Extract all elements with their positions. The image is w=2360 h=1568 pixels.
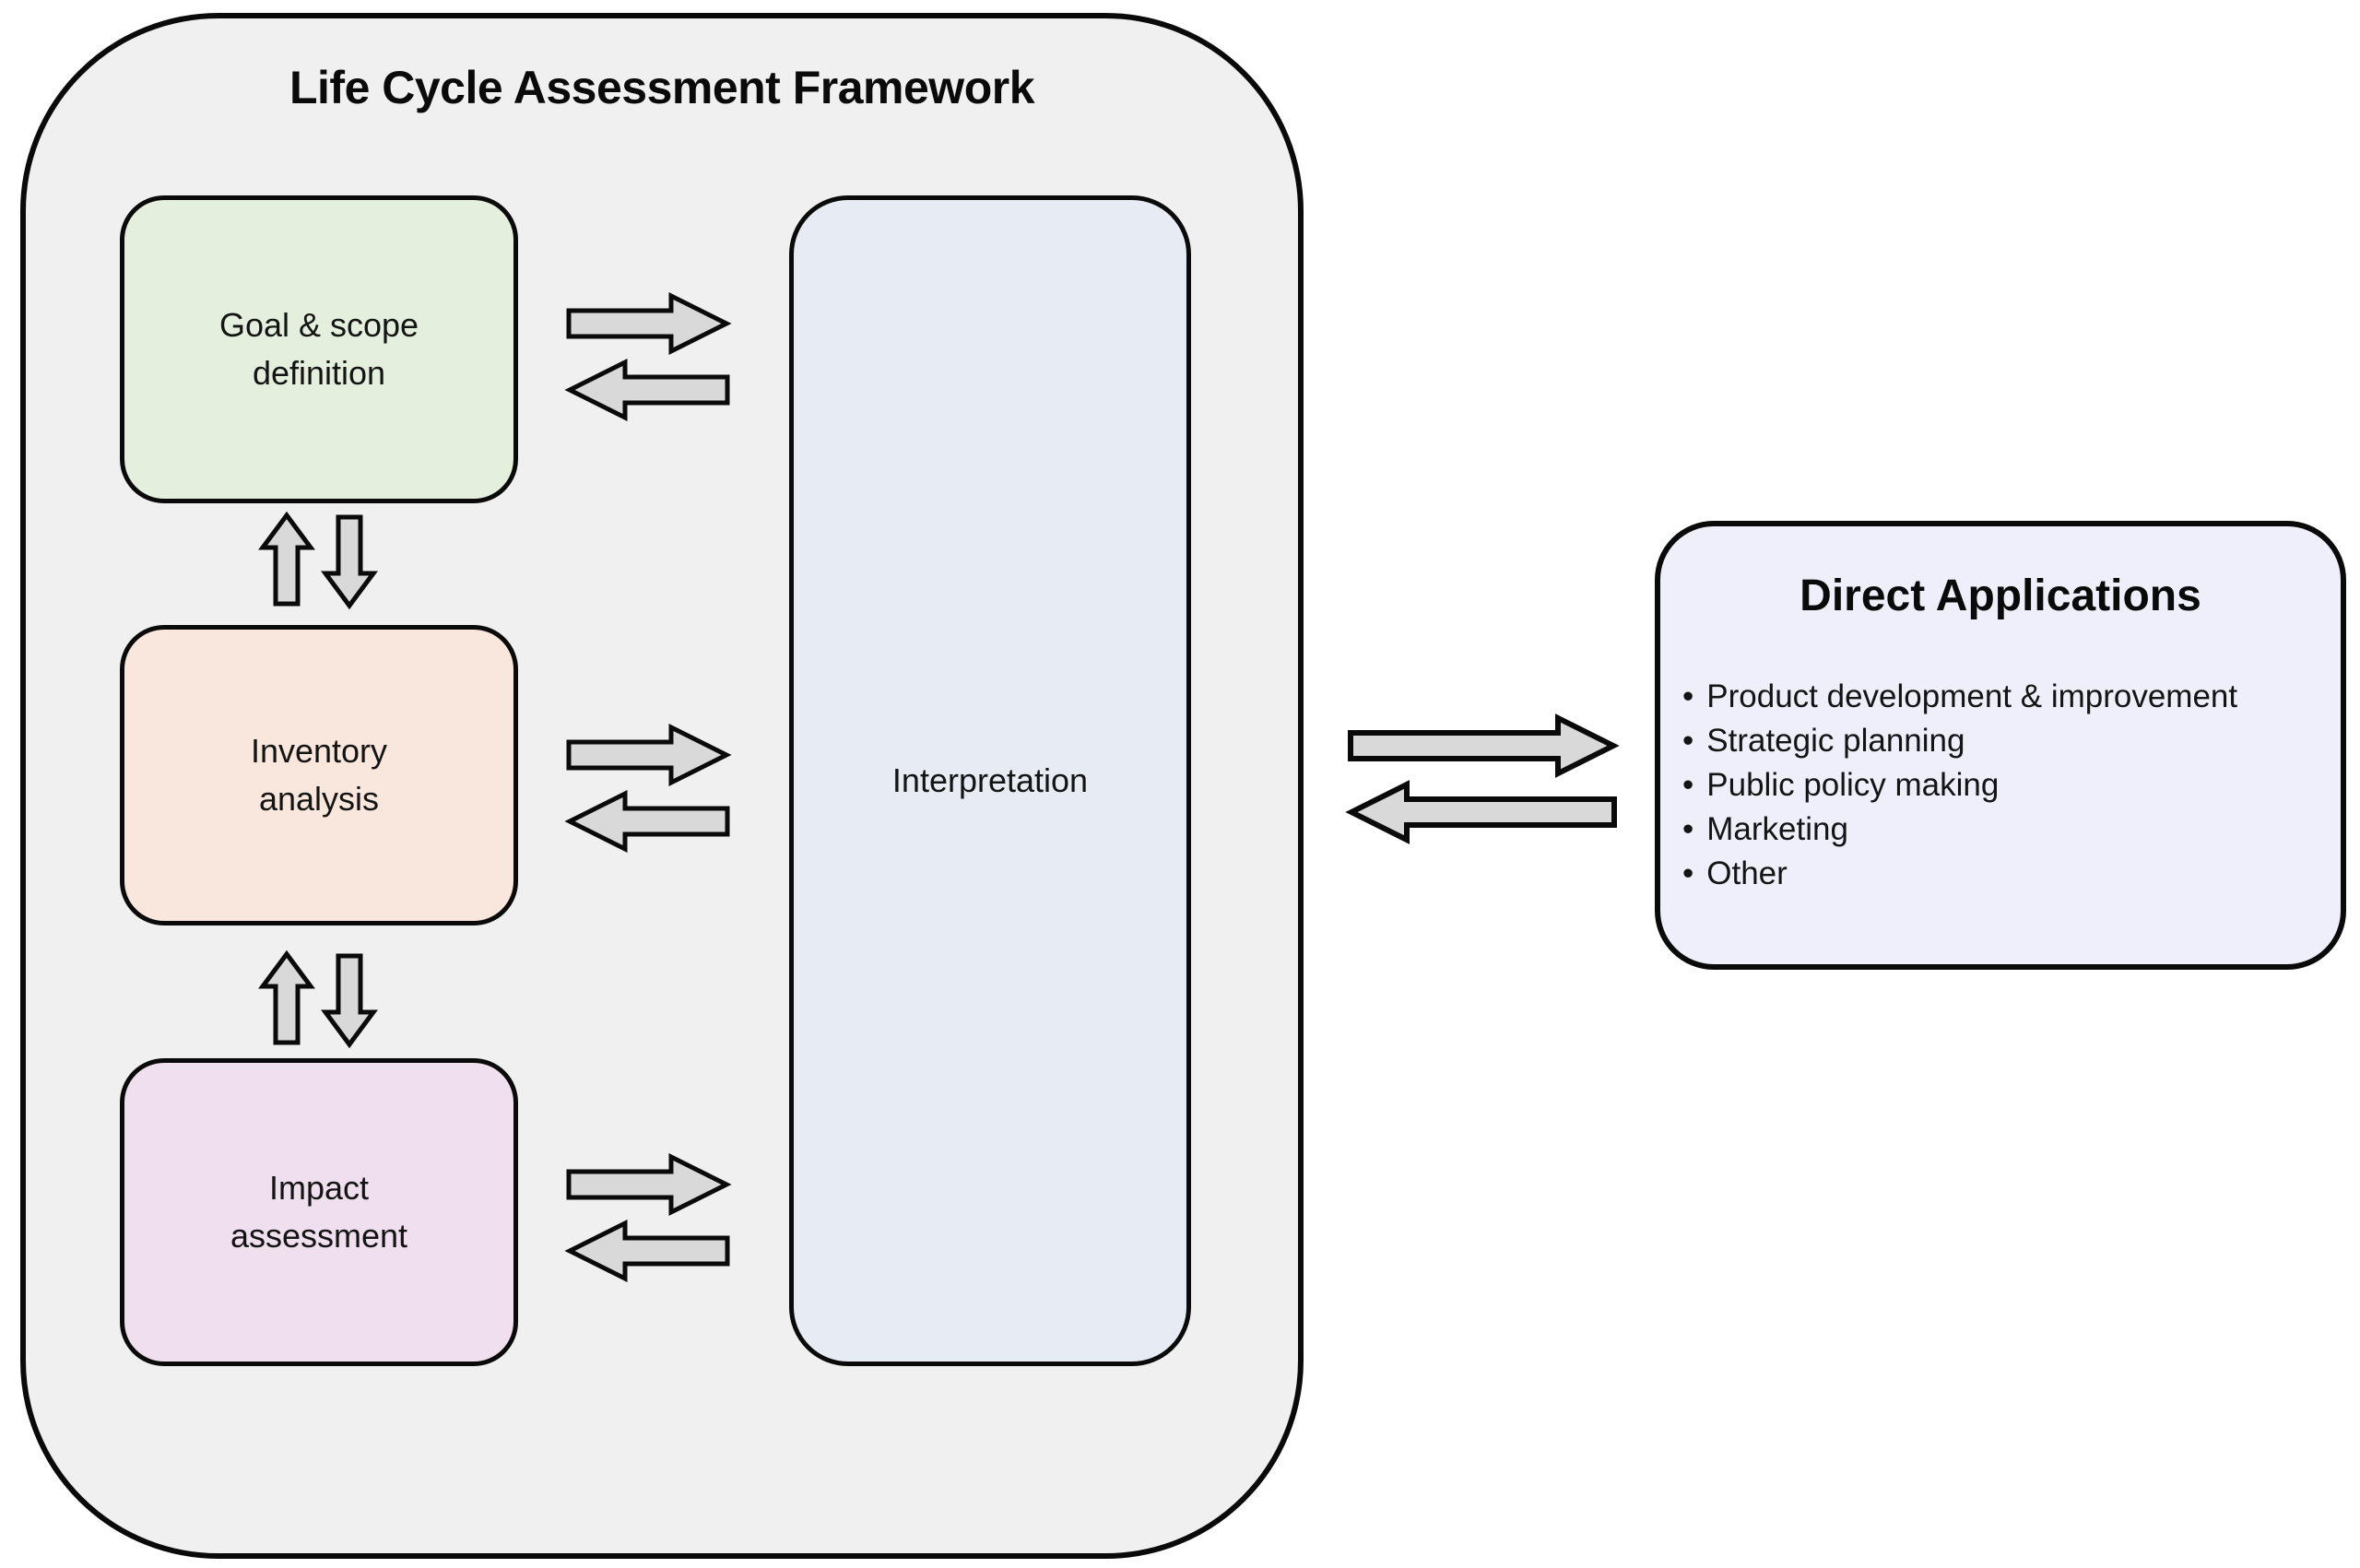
- bullet-icon: •: [1682, 767, 1694, 803]
- interpretation-label: Interpretation: [891, 761, 1089, 799]
- list-item-label: Product development & improvement: [1706, 678, 2238, 714]
- arrow-right-icon: [566, 1152, 732, 1217]
- bullet-icon: •: [1682, 723, 1694, 759]
- inventory-analysis-label: Inventory analysis: [250, 732, 388, 818]
- list-item-label: Marketing: [1706, 811, 1848, 847]
- arrow-left-icon: [564, 358, 730, 422]
- list-item: • Product development & improvement: [1682, 675, 2322, 719]
- goal-scope-box: Goal & scope definition: [120, 195, 518, 503]
- interpretation-box: Interpretation: [789, 195, 1191, 1366]
- inventory-analysis-box: Inventory analysis: [120, 625, 518, 925]
- framework-title: Life Cycle Assessment Framework: [289, 62, 1035, 113]
- direct-applications-box: Direct Applications • Product developmen…: [1655, 521, 2346, 970]
- impact-assessment-box: Impact assessment: [120, 1058, 518, 1366]
- arrow-up-icon: [258, 949, 315, 1045]
- list-item-label: Strategic planning: [1706, 723, 1965, 759]
- direct-applications-list: • Product development & improvement • St…: [1660, 675, 2341, 896]
- arrow-up-icon: [258, 511, 315, 607]
- arrow-left-icon: [1345, 780, 1617, 844]
- list-item-label: Public policy making: [1706, 767, 2000, 803]
- bullet-icon: •: [1682, 811, 1694, 847]
- arrow-down-icon: [321, 514, 378, 610]
- arrow-left-icon: [564, 1219, 730, 1283]
- direct-applications-title: Direct Applications: [1800, 572, 2201, 620]
- arrow-right-icon: [566, 723, 732, 787]
- list-item: • Public policy making: [1682, 763, 2322, 808]
- list-item: • Marketing: [1682, 808, 2322, 852]
- bullet-icon: •: [1682, 855, 1694, 891]
- impact-assessment-label: Impact assessment: [230, 1169, 408, 1255]
- arrow-right-icon: [1348, 713, 1620, 778]
- list-item: • Strategic planning: [1682, 719, 2322, 763]
- list-item-label: Other: [1706, 855, 1788, 891]
- list-item: • Other: [1682, 852, 2322, 896]
- arrow-left-icon: [564, 789, 730, 854]
- arrow-right-icon: [566, 291, 732, 356]
- arrow-down-icon: [321, 953, 378, 1049]
- bullet-icon: •: [1682, 678, 1694, 714]
- goal-scope-label: Goal & scope definition: [218, 306, 419, 392]
